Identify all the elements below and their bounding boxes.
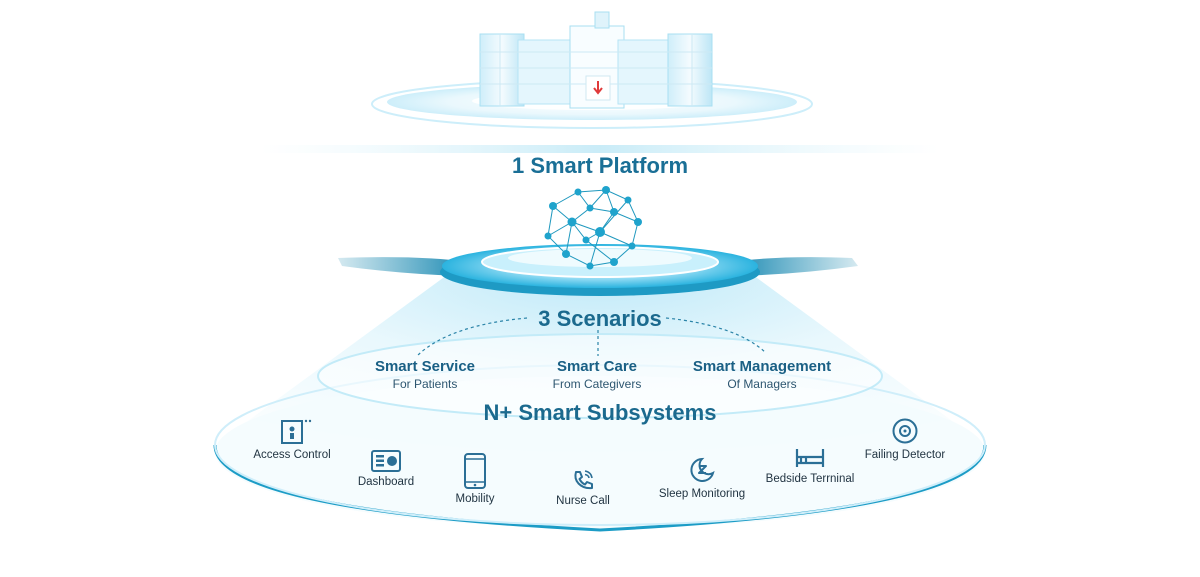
subsystem-failing-detector: Failing Detector (840, 417, 970, 461)
scenario-subtitle: Of Managers (727, 377, 797, 391)
left-wing (338, 257, 468, 276)
scenario-subtitle: For Patients (392, 377, 458, 391)
scenario-subtitle: From Categivers (552, 377, 642, 391)
access-control-dots (304, 419, 312, 423)
subsystem-label: Access Control (253, 449, 331, 461)
subsystem-nurse-call: Nurse Call (518, 469, 648, 507)
scenario-title: Smart Care (556, 358, 638, 375)
subsystem-label: Sleep Monitoring (658, 488, 746, 500)
subsystem-label: Bedside Terrninal (765, 473, 855, 485)
detector-icon (892, 418, 918, 444)
subsystem-sleep-monitoring: Sleep Monitoring (637, 456, 767, 500)
platform-title: 1 Smart Platform (511, 153, 689, 178)
subsystem-access-control: Access Control (227, 419, 357, 461)
subsystem-label: Mobility (455, 493, 495, 505)
base-platform (213, 275, 987, 532)
scenario-title: Smart Service (374, 358, 476, 375)
scenario-title: Smart Management (692, 358, 832, 375)
central-hub (440, 244, 760, 296)
subsystem-dashboard: Dashboard (321, 450, 451, 488)
mobile-phone-icon (464, 453, 486, 489)
scenarios-title: 3 Scenarios (538, 306, 662, 331)
subsystem-mobility: Mobility (410, 453, 540, 505)
subsystem-label: Dashboard (357, 476, 415, 488)
scenario-smart-care: Smart Care From Categivers (527, 358, 667, 391)
bed-icon (795, 449, 825, 467)
access-control-icon (281, 420, 303, 444)
sleep-icon (690, 457, 715, 482)
network-nodes (544, 186, 642, 270)
right-wing (732, 257, 858, 276)
phone-call-icon (574, 470, 593, 490)
subsystem-label: Failing Detector (864, 449, 946, 461)
subsystems-title: N+ Smart Subsystems (483, 400, 717, 425)
subsystem-label: Nurse Call (556, 495, 610, 507)
scenario-connectors (417, 317, 766, 356)
scenario-smart-management: Smart Management Of Managers (672, 358, 852, 391)
hospital-building-icon (479, 11, 713, 109)
light-band (260, 145, 940, 153)
scenario-smart-service: Smart Service For Patients (355, 358, 495, 391)
dashboard-icon (371, 450, 401, 472)
subsystem-bedside-terminal: Bedside Terrninal (745, 447, 875, 485)
